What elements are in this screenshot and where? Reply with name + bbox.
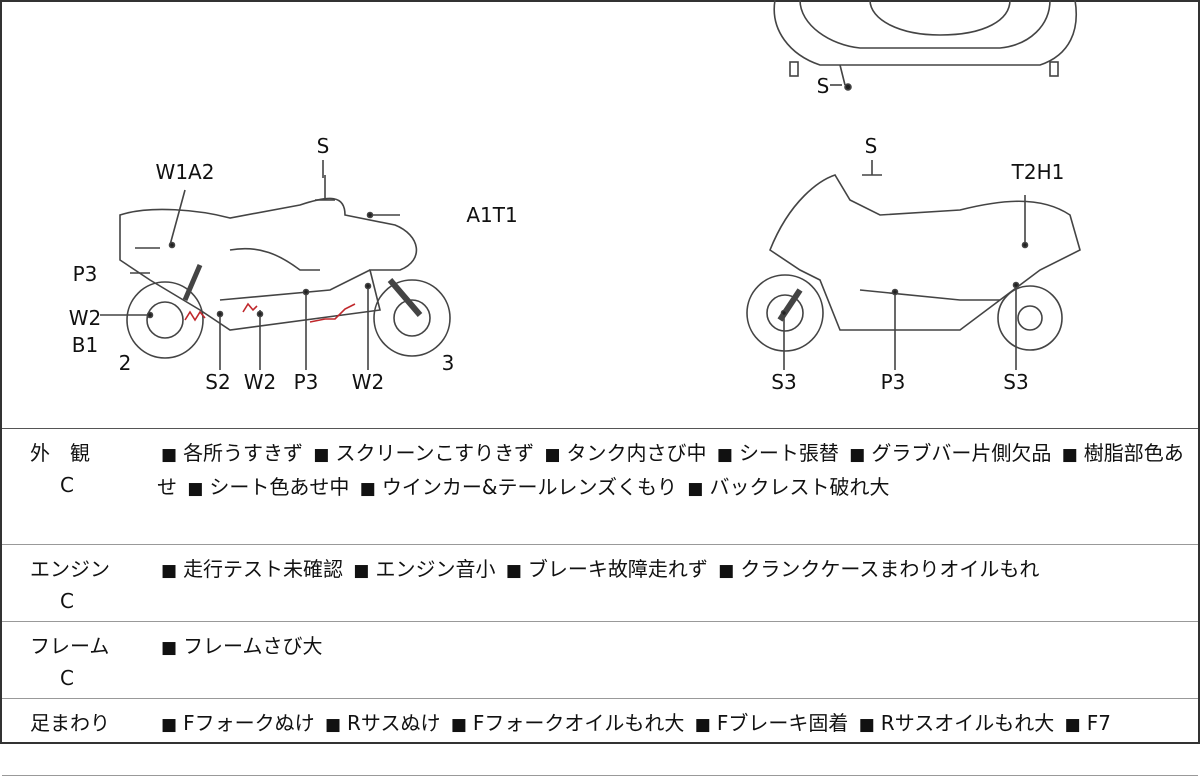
bullet-icon: ■ [161,715,178,735]
damage-label: P3 [880,370,906,394]
bullet-icon: ■ [324,715,341,735]
condition-item: Fブレーキ固着 [716,711,849,735]
category-label: 足まわり [30,711,110,735]
scooter-right-view [746,160,1081,370]
damage-label: B1 [71,333,99,357]
condition-item: エンジン音小 [375,557,496,581]
bullet-icon: ■ [1064,715,1081,735]
grade: C [60,589,74,613]
item-list: ■Fフォークぬけ ■Rサスぬけ ■Fフォークオイルもれ大 ■Fブレーキ固着 ■R… [157,699,1198,741]
bullet-icon: ■ [313,445,330,465]
damage-label: W1A2 [155,160,215,184]
damage-label: P3 [293,370,319,394]
bullet-icon: ■ [687,479,704,499]
bullet-icon: ■ [450,715,467,735]
condition-item: Fフォークオイルもれ大 [472,711,685,735]
bullet-icon: ■ [161,638,178,658]
condition-item: シート張替 [738,441,839,465]
bullet-icon: ■ [359,479,376,499]
condition-item: F7 [1086,711,1111,735]
item-list: ■走行テスト未確認 ■エンジン音小 ■ブレーキ故障走れず ■クランクケースまわり… [157,545,1198,587]
condition-diagram: S S W1A2 A1T1 P3 W2 B1 2 S2 W2 P3 W2 3 S… [68,0,1081,394]
condition-item: ウインカー&テールレンズくもり [381,475,678,499]
category-label: フレーム [30,634,110,658]
bullet-icon: ■ [161,445,178,465]
damage-label: T2H1 [1011,160,1065,184]
category-label: エンジン [30,557,110,581]
bullet-icon: ■ [353,561,370,581]
damage-label: P3 [72,262,98,286]
row-frame: フレーム C ■フレームさび大 [2,622,1198,699]
row-suspension: 足まわり ■Fフォークぬけ ■Rサスぬけ ■Fフォークオイルもれ大 ■Fブレーキ… [2,699,1198,776]
damage-label: W2 [68,306,102,330]
damage-label: S2 [205,370,231,394]
bullet-icon: ■ [544,445,561,465]
grade: C [60,473,74,497]
damage-label: A1T1 [466,203,518,227]
bullet-icon: ■ [1061,445,1078,465]
condition-item: シート色あせ中 [209,475,350,499]
scooter-drawings [100,0,1081,370]
condition-item: 樹脂部色あせ [157,441,1184,499]
bullet-icon: ■ [858,715,875,735]
item-list: ■各所うすきず ■スクリーンこすりきず ■タンク内さび中 ■シート張替 ■グラブ… [157,429,1198,505]
condition-item: タンク内さび中 [566,441,707,465]
condition-item: Rサスオイルもれ大 [880,711,1055,735]
bullet-icon: ■ [505,561,522,581]
condition-item: ブレーキ故障走れず [527,557,708,581]
bullet-icon: ■ [718,561,735,581]
condition-item: Fフォークぬけ [183,711,315,735]
condition-item: クランクケースまわりオイルもれ [740,557,1040,581]
item-list: ■フレームさび大 [157,622,1198,664]
scooter-top-view [773,0,1077,91]
damage-label: S [864,134,878,158]
condition-item: バックレスト破れ大 [709,475,890,499]
condition-item: Rサスぬけ [347,711,441,735]
damage-label: S [816,74,830,98]
condition-item: スクリーンこすりきず [335,441,535,465]
condition-item: 走行テスト未確認 [183,557,344,581]
damage-label: S [316,134,330,158]
scooter-left-view [100,160,451,370]
bullet-icon: ■ [161,561,178,581]
condition-item: 各所うすきず [183,441,304,465]
damage-label: 3 [441,351,455,375]
grade: C [60,666,74,690]
bullet-icon: ■ [716,445,733,465]
condition-item: グラブバー片側欠品 [871,441,1052,465]
condition-item: フレームさび大 [183,634,323,658]
damage-label: S3 [771,370,797,394]
category-label: 外 観 [30,441,90,465]
damage-label: 2 [118,351,132,375]
bullet-icon: ■ [187,479,204,499]
damage-label: W2 [243,370,277,394]
damage-label: W2 [351,370,385,394]
damage-label: S3 [1003,370,1029,394]
bullet-icon: ■ [849,445,866,465]
bullet-icon: ■ [694,715,711,735]
